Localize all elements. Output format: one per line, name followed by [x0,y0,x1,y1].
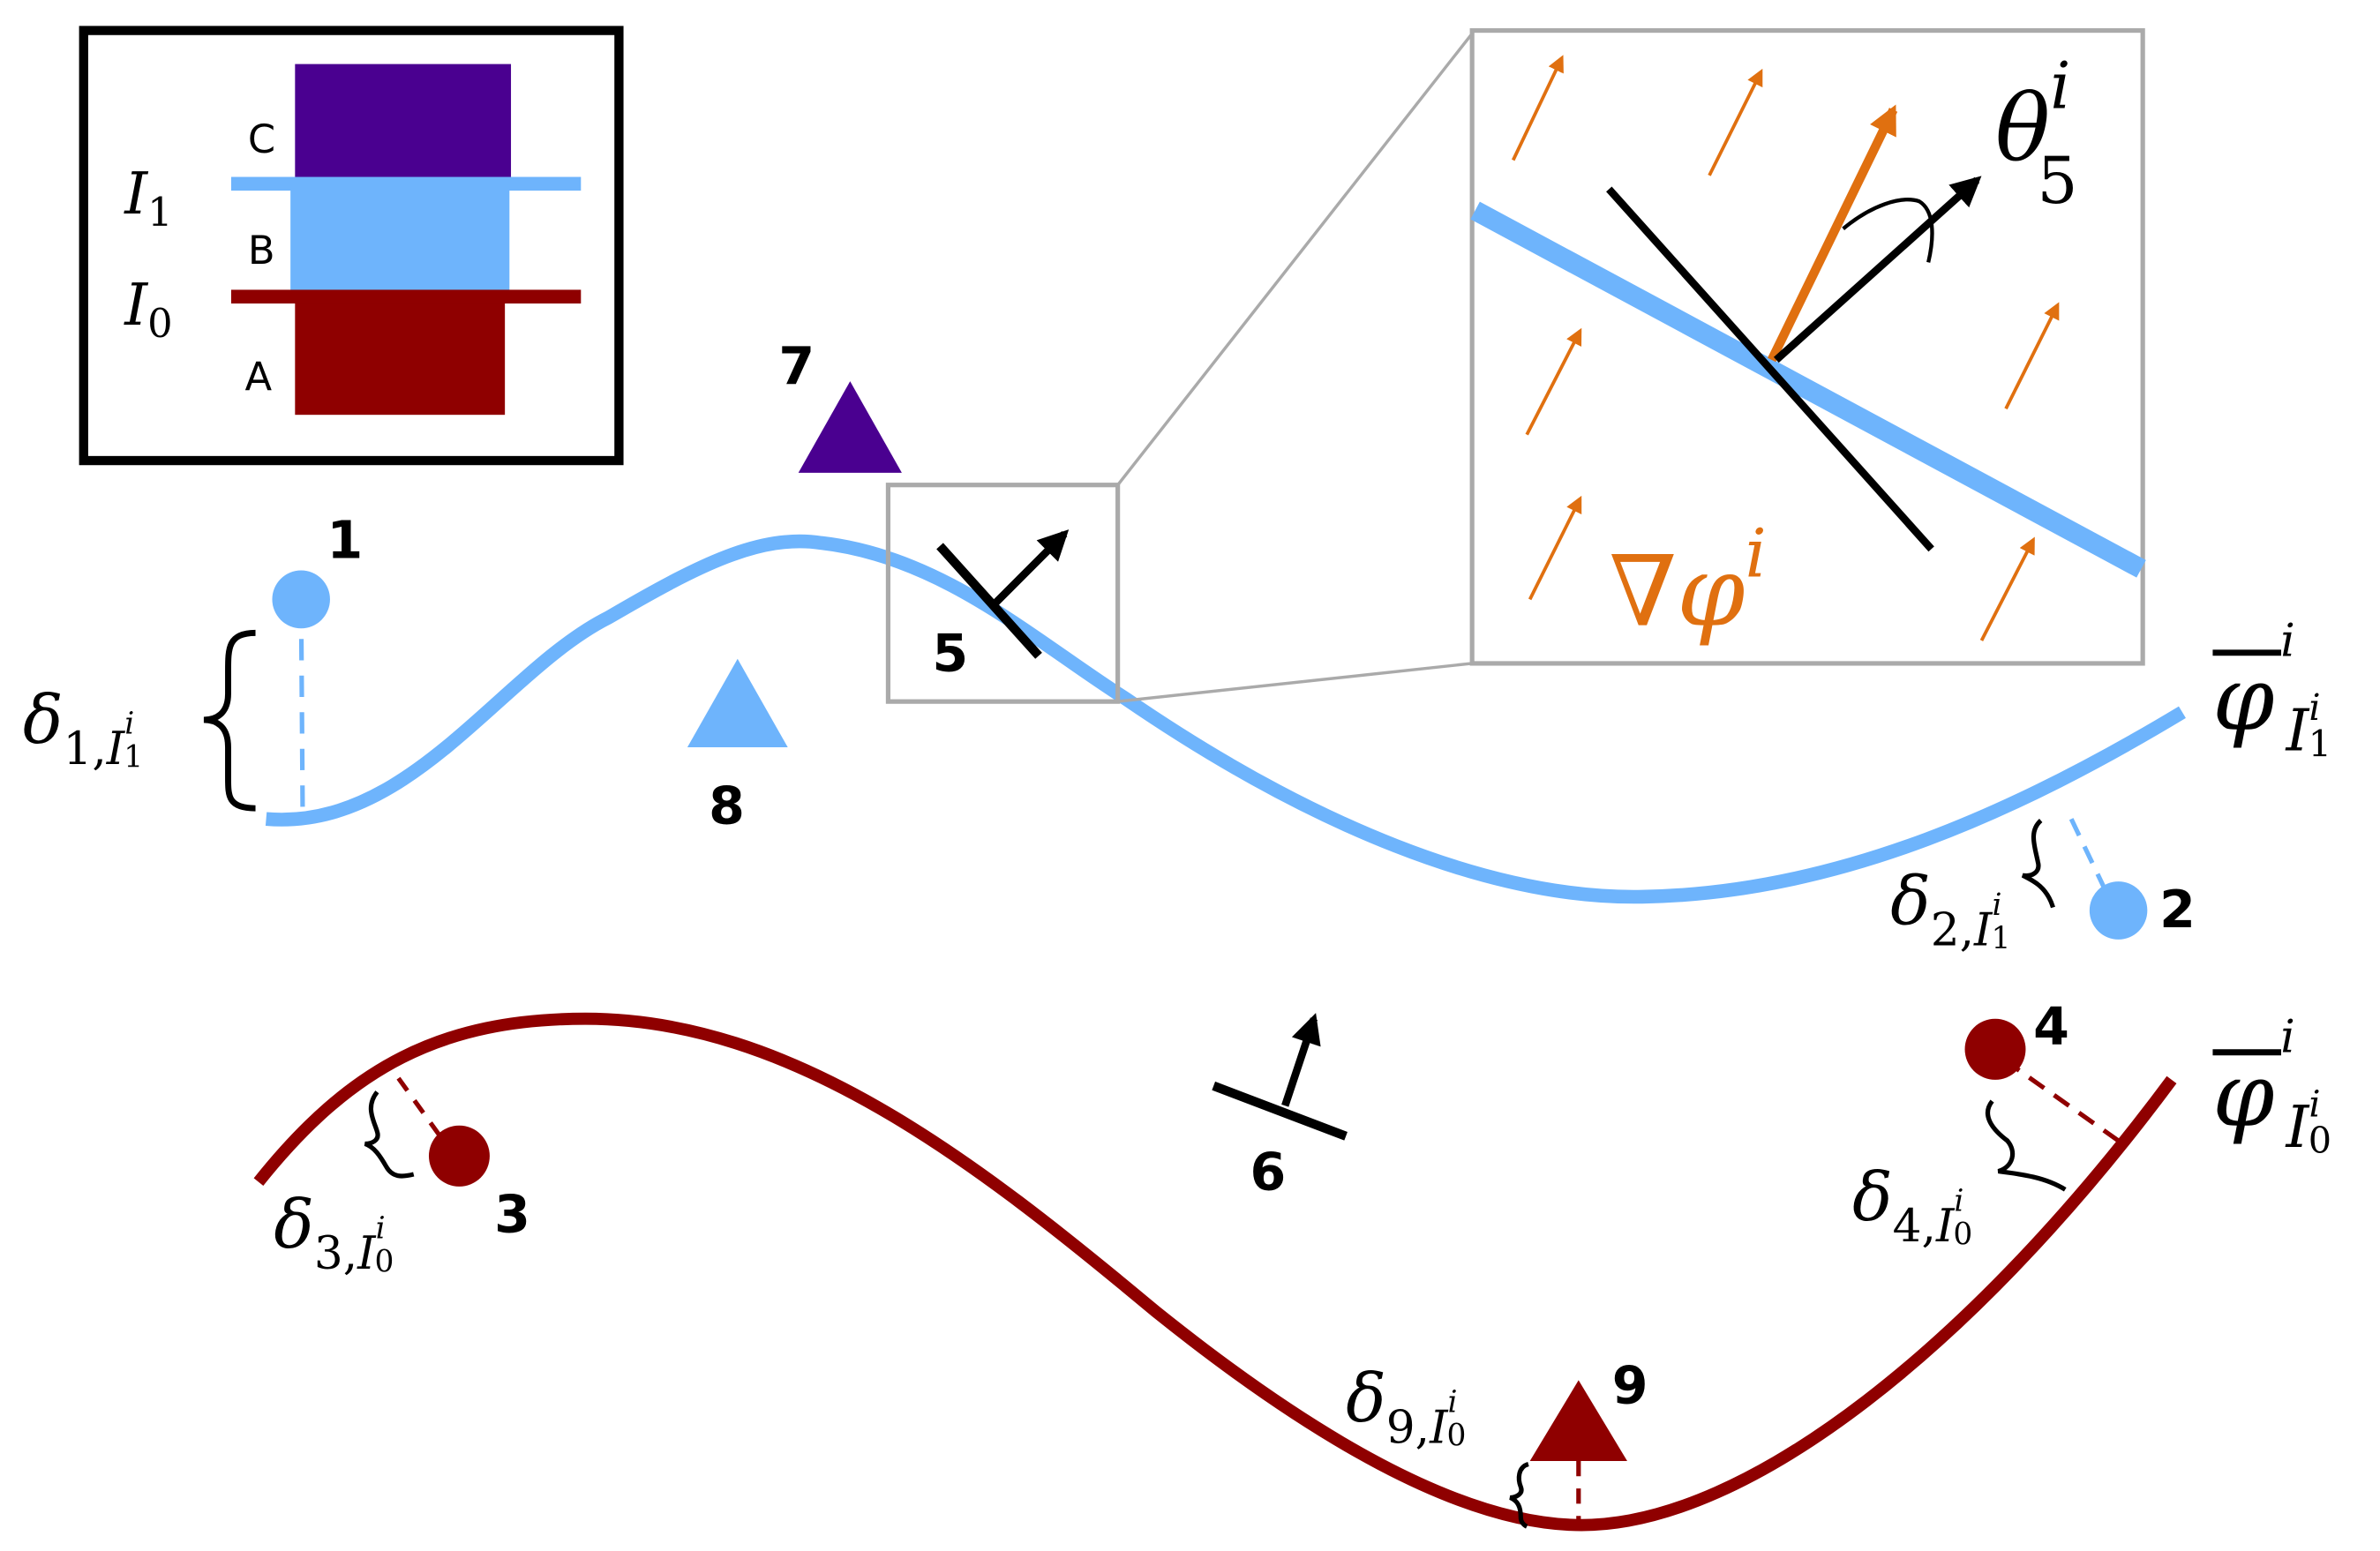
distance-brace-9 [1509,1461,1529,1529]
point-1-marker [272,570,330,629]
point-4-label: 4 [2033,997,2069,1057]
gradient-field-arrow [1528,495,1582,601]
region-b-label: B [248,227,275,273]
point-6-normal-arrow [1281,1013,1321,1107]
point-9-label: 9 [1612,1355,1648,1415]
point-6: 6 [1212,1013,1348,1202]
point-6-label: 6 [1250,1142,1287,1202]
point-9-marker [1529,1380,1627,1462]
point-5-normal-arrow [988,529,1070,611]
point-5-label: 5 [932,624,968,684]
zoom-connector-top [1116,32,1474,486]
zoom-source-box [885,483,1121,704]
region-a-label: A [244,353,272,400]
point-1-label: 1 [327,511,364,571]
distance-brace-4 [1985,1099,2067,1192]
gradient-field-arrow [1511,55,1564,161]
distance-line-4 [2002,1058,2121,1143]
legend-box: C B A I1 I0 [79,26,624,466]
point-7-marker [798,381,902,473]
angle-arc [1842,198,1934,263]
interface-0-line [230,289,582,303]
point-6-tangent [1212,1081,1348,1141]
point-3-label: 3 [494,1185,530,1245]
point-4-marker [1964,1018,2026,1080]
gradient-field-arrow [1708,68,1763,176]
gradient-vector-arrow [1768,104,1898,363]
distance-brace-3 [364,1090,415,1179]
gradient-field-arrow [2004,302,2060,410]
interface-1-curve [265,534,2186,904]
point-7: 7 [778,337,902,473]
point-3-marker [428,1125,490,1187]
region-a-block [295,296,506,416]
point-8-label: 8 [709,776,745,835]
interface-1-line [230,176,582,191]
distance-brace-1 [203,629,256,812]
gradient-field-arrow [1525,327,1582,436]
point-2-label: 2 [2159,880,2196,940]
interface-0-curve [253,1012,2177,1532]
gradient-label: ∇φi [1609,514,1766,648]
point-8-marker [687,658,788,748]
point-2-marker [2089,881,2148,940]
zoom-connector-bottom [1117,662,1473,703]
inset-frame [1469,27,2145,666]
distance-line-1 [298,602,305,809]
interface-1-label: I1 [124,161,172,236]
point-8: 8 [687,658,788,835]
normal-vector-arrow [1773,176,1982,363]
interface-0-label: I0 [124,272,172,347]
distance-brace-2 [2021,819,2055,909]
gradient-field-arrow [1979,536,2035,641]
distance-line-2 [2068,818,2109,894]
point-5-tangent [936,543,1042,659]
inset-interface-line [1470,201,2146,578]
distance-line-3 [396,1076,448,1145]
point-7-label: 7 [778,337,815,397]
region-c-label: C [248,116,275,162]
region-b-block [290,179,510,296]
inset-tangent-line [1606,186,1934,552]
point-5: 5 [932,529,1070,684]
region-c-block [295,64,512,180]
